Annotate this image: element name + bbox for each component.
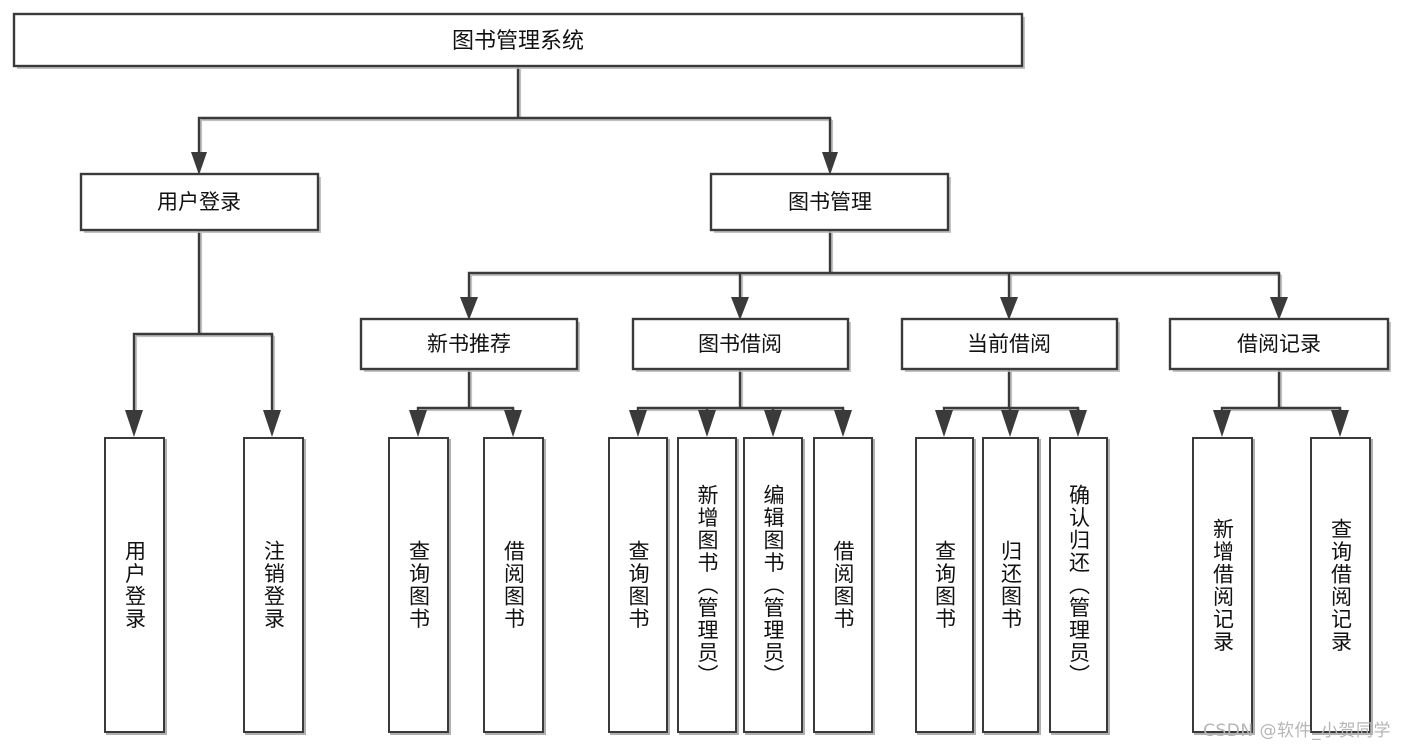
arrow-head-leaf-2: [263, 410, 281, 437]
node-book-management[interactable]: 图书管理: [709, 172, 951, 233]
arrow-head-leaf-8: [834, 410, 852, 437]
leaf-node-add-borrow-record[interactable]: 新增借阅记录: [1192, 437, 1253, 733]
node-borrow-record[interactable]: 借阅记录: [1168, 317, 1391, 372]
leaf-label-borrow-book-b: 借阅图书: [831, 540, 856, 630]
connector-bookborrow-to-leaves: [629, 368, 852, 437]
leaf-node-query-book-a[interactable]: 查询图书: [388, 437, 449, 733]
arrow-head-leaf-1: [125, 410, 143, 437]
connector-newbook-to-leaves: [409, 368, 522, 437]
leaf-node-logout[interactable]: 注销登录: [243, 437, 304, 733]
arrow-head-leaf-11: [1069, 410, 1087, 437]
leaf-label-borrow-book-a: 借阅图书: [501, 540, 526, 630]
connector-currentborrow-to-leaves: [935, 368, 1087, 437]
arrow-head-leaf-12: [1213, 410, 1231, 437]
leaf-node-add-book-admin[interactable]: 新增图书（管理员）: [677, 437, 737, 733]
arrow-head-leaf-3: [409, 410, 427, 437]
arrow-head-leaf-4: [504, 410, 522, 437]
leaf-label-query-book-c: 查询图书: [932, 540, 957, 630]
leaf-label-edit-book-admin: 编辑图书（管理员）: [761, 483, 786, 687]
leaf-label-add-book-admin: 新增图书（管理员）: [695, 483, 720, 687]
node-user-login[interactable]: 用户登录: [79, 172, 321, 233]
arrow-head-leaf-7: [764, 410, 782, 437]
leaf-node-user-login[interactable]: 用户登录: [104, 437, 165, 733]
node-root-system[interactable]: 图书管理系统: [12, 12, 1025, 69]
connector-root-to-level2: [191, 65, 838, 175]
node-label-book-borrow: 图书借阅: [698, 332, 782, 356]
arrow-head-leaf-10: [1001, 410, 1019, 437]
arrow-head-leaf-6: [698, 410, 716, 437]
arrow-head-leaf-9: [935, 410, 953, 437]
node-label-borrow-record: 借阅记录: [1237, 332, 1321, 356]
arrow-head-book-manage: [822, 152, 838, 175]
leaf-node-borrow-book-a[interactable]: 借阅图书: [483, 437, 544, 733]
arrow-head-user-login: [191, 152, 207, 175]
connector-userlogin-to-leaves: [125, 229, 281, 437]
leaf-node-return-book[interactable]: 归还图书: [982, 437, 1039, 733]
leaf-node-borrow-book-b[interactable]: 借阅图书: [813, 437, 873, 733]
arrow-head-new-book: [460, 297, 478, 320]
leaf-label-query-book-b: 查询图书: [626, 540, 651, 630]
arrow-head-leaf-5: [629, 410, 647, 437]
leaf-node-edit-book-admin[interactable]: 编辑图书（管理员）: [743, 437, 803, 733]
node-label-new-book-recommend: 新书推荐: [427, 332, 511, 356]
leaf-label-user-login: 用户登录: [122, 540, 147, 630]
node-label-user-login: 用户登录: [157, 190, 241, 214]
node-label-root: 图书管理系统: [452, 29, 584, 54]
leaf-node-query-book-c[interactable]: 查询图书: [915, 437, 974, 733]
leaf-label-query-book-a: 查询图书: [406, 540, 431, 630]
connector-bookmanage-to-level3: [460, 229, 1288, 320]
leaf-label-query-borrow-record: 查询借阅记录: [1328, 517, 1353, 653]
arrow-head-borrow-record: [1270, 297, 1288, 320]
connector-borrowrecord-to-leaves: [1213, 368, 1349, 437]
leaf-label-return-book: 归还图书: [998, 540, 1023, 630]
node-label-book-management: 图书管理: [788, 190, 872, 214]
node-label-current-borrow: 当前借阅: [967, 332, 1051, 356]
leaf-label-logout: 注销登录: [261, 540, 286, 630]
arrow-head-borrow-book: [731, 297, 749, 320]
leaf-node-query-book-b[interactable]: 查询图书: [608, 437, 668, 733]
arrow-head-leaf-13: [1331, 410, 1349, 437]
node-new-book-recommend[interactable]: 新书推荐: [359, 317, 580, 372]
leaf-label-confirm-return-admin: 确认归还（管理员）: [1066, 483, 1091, 687]
arrow-head-current-borrow: [1000, 297, 1018, 320]
leaf-node-query-borrow-record[interactable]: 查询借阅记录: [1310, 437, 1371, 733]
leaf-label-add-borrow-record: 新增借阅记录: [1210, 517, 1235, 653]
leaf-node-confirm-return-admin[interactable]: 确认归还（管理员）: [1049, 437, 1108, 733]
node-current-borrow[interactable]: 当前借阅: [900, 317, 1120, 372]
node-book-borrow[interactable]: 图书借阅: [631, 317, 851, 372]
